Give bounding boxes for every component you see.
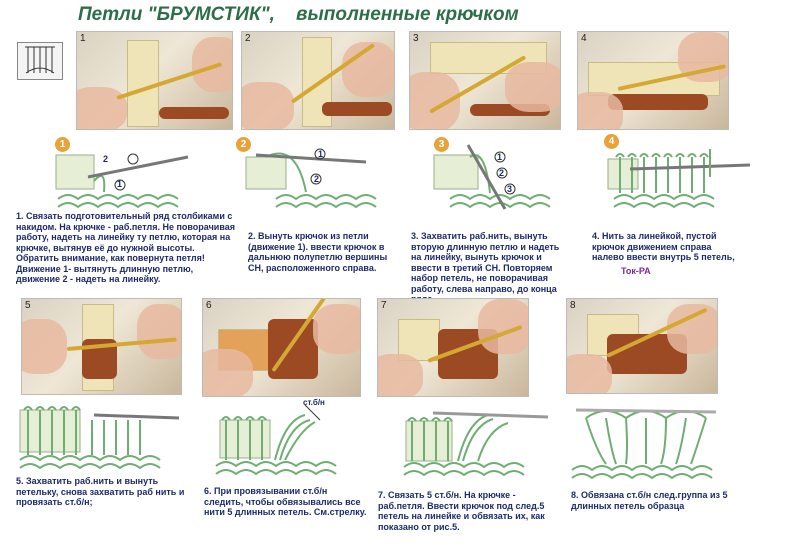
arrow-label: 1 (318, 149, 324, 159)
author-signature: Ток-РА (621, 266, 651, 276)
photo-step-8: 8 (566, 298, 718, 394)
diagram-step-2 (245, 148, 377, 209)
photo-step-2: 2 (241, 31, 395, 130)
diagram-step-6 (215, 404, 337, 476)
caption-step-2: 2. Вынуть крючок из петли (движение 1). … (248, 231, 388, 273)
caption-step-1: 1. Связать подготовительный ряд столбика… (16, 211, 236, 284)
photo-step-3: 3 (409, 31, 561, 130)
diagram-badge: 2 (236, 137, 251, 152)
diagram-step-3 (433, 144, 551, 210)
diagram-badge: 4 (604, 134, 619, 149)
diagram-step-1 (55, 153, 189, 209)
photo-number: 1 (80, 33, 86, 44)
caption-step-8: 8. Обвязана ст.б/н след.группа из 5 длин… (571, 490, 728, 511)
arrow-label: 1 (497, 152, 503, 162)
arrow-label: 2 (314, 174, 320, 184)
page-title: Петли "БРУМСТИК", выполненные крючком (78, 4, 519, 25)
arrow-label: 2 (499, 168, 505, 178)
photo-number: 6 (206, 300, 212, 311)
photo-step-4: 4 (577, 31, 729, 130)
arrow-label: 3 (507, 184, 513, 194)
photo-step-6: 6 (202, 298, 361, 397)
arrow-label: 1 (117, 179, 123, 189)
caption-step-5: 5. Захватить раб.нить и вынуть петельку,… (16, 476, 185, 507)
diagram-step-8 (571, 408, 717, 480)
caption-step-6: 6. При провязывании ст.б/н следить, чтоб… (204, 486, 367, 517)
photo-number: 8 (570, 300, 576, 311)
photo-number: 4 (581, 33, 587, 44)
diagram-badge: 3 (434, 137, 449, 152)
photo-step-1: 1 (76, 31, 233, 130)
photo-number: 3 (413, 33, 419, 44)
diagram-step-7 (403, 411, 549, 477)
diagram-label: ст.б/н (303, 398, 325, 407)
arrow-label: 2 (103, 154, 109, 164)
photo-step-7: 7 (377, 298, 529, 397)
photo-number: 2 (245, 33, 251, 44)
photo-number: 7 (381, 300, 387, 311)
caption-step-3: 3. Захватить раб.нить, вынуть вторую дли… (411, 231, 560, 304)
diagram-step-4 (607, 149, 751, 209)
photo-step-5: 5 (21, 298, 182, 395)
photo-number: 5 (25, 300, 31, 311)
caption-step-7: 7. Связать 5 ст.б/н. На крючке - раб.пет… (378, 490, 545, 532)
stitch-symbol-icon (17, 42, 63, 80)
caption-step-4: 4. Нить за линейкой, пустой крючок движе… (592, 231, 735, 262)
diagram-badge: 1 (55, 137, 70, 152)
diagram-step-5 (19, 406, 180, 470)
